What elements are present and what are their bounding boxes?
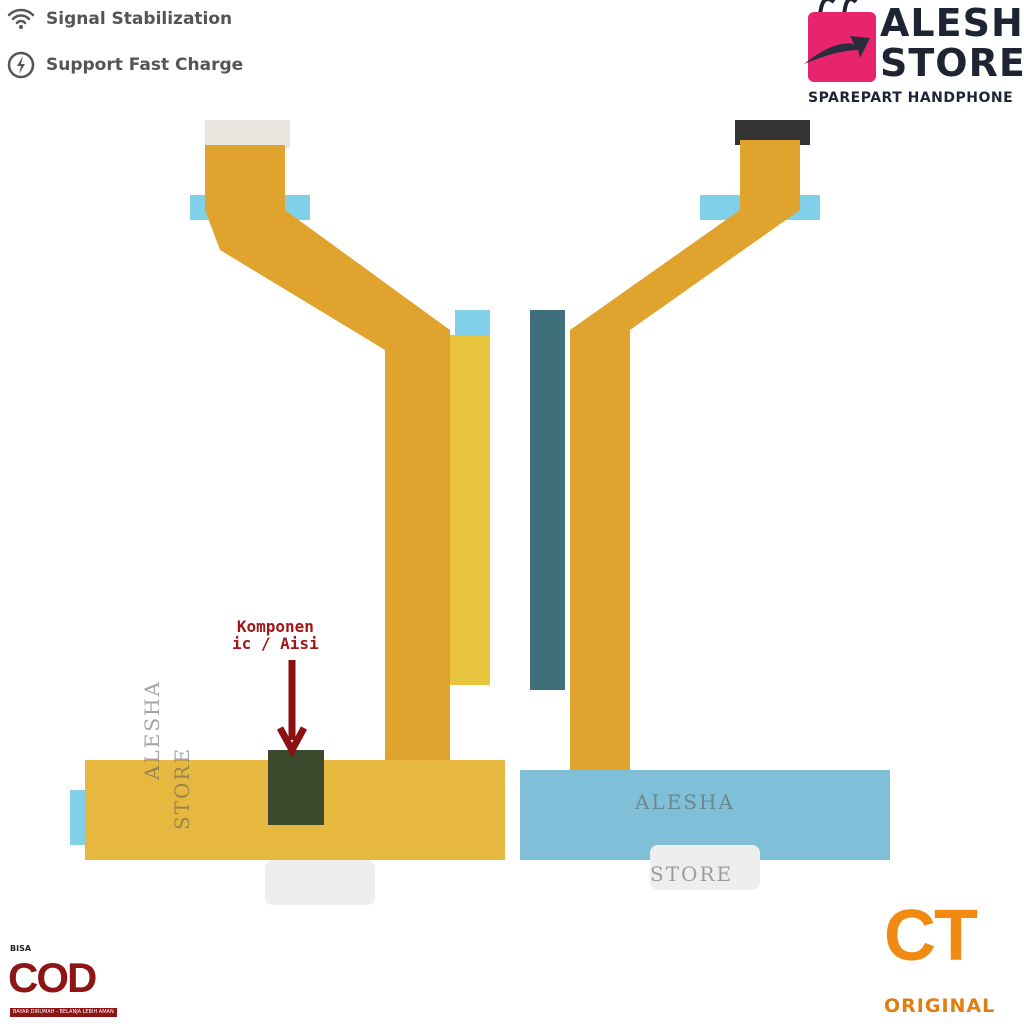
arrow-down-icon xyxy=(276,660,308,758)
product-image xyxy=(70,120,890,905)
watermark: STORE xyxy=(170,746,194,830)
wifi-icon xyxy=(7,8,35,29)
feature-label: Signal Stabilization xyxy=(46,9,233,29)
annotation-line: Komponen xyxy=(236,617,314,636)
ct-badge: CT xyxy=(884,896,978,976)
flex-cable-left xyxy=(70,120,505,905)
watermark: ALESHA xyxy=(140,680,164,780)
brand-name: STORE xyxy=(880,41,1024,85)
component-annotation: Komponen ic / Aisi xyxy=(232,618,319,652)
annotation-line: ic / Aisi xyxy=(232,634,319,653)
feature-signal: Signal Stabilization xyxy=(6,6,232,32)
original-label: ORIGINAL xyxy=(884,995,996,1017)
feature-charge: Support Fast Charge xyxy=(6,50,243,80)
cod-small: BISA xyxy=(10,944,32,953)
brand-tagline: SPAREPART HANDPHONE xyxy=(808,90,1014,106)
cod-text: COD xyxy=(8,954,97,1001)
cod-caption: BAYAR DIRUMAH - BELANJA LEBIH AMAN xyxy=(10,1008,117,1017)
feature-label: Support Fast Charge xyxy=(46,55,244,75)
flex-cable-right xyxy=(520,120,890,890)
watermark: ALESHA xyxy=(635,790,735,814)
brand-name: ALESHA xyxy=(880,1,1024,45)
lightning-icon xyxy=(7,51,35,79)
watermark: STORE xyxy=(650,862,734,886)
shopping-bag-logo-icon xyxy=(804,0,876,82)
